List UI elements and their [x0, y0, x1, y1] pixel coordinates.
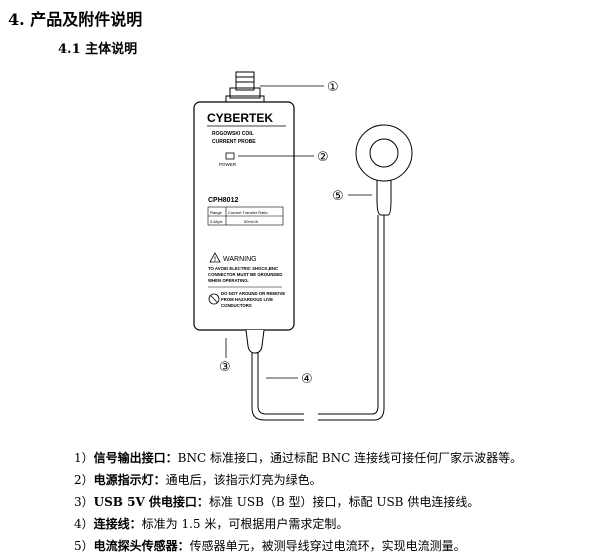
list-item: 5）电流探头传感器：传感器单元，被测导线穿过电流环，实现电流测量。 [74, 539, 466, 553]
list-item: 1）信号输出接口：BNC 标准接口，通过标配 BNC 连接线可接任何厂家示波器等… [74, 451, 523, 465]
product-line-2: CURRENT PROBE [212, 139, 256, 145]
section-heading: 4. 产品及附件说明 [8, 10, 143, 29]
table-header-ratio: Current Transfer Ratio [228, 210, 268, 215]
warning-icon [209, 252, 221, 263]
no-contact-icon [208, 293, 220, 305]
section-subheading: 4.1 主体说明 [58, 42, 138, 57]
table-cell-range: 0.6Apk [210, 219, 222, 224]
warning-line-2: CONNECTOR MUST BE GROUNDED [208, 272, 282, 277]
probe-diagram: CYBERTEK ROGOWSKI COIL CURRENT PROBE POW… [193, 71, 413, 421]
list-item: 4）连接线：标准为 1.5 米，可根据用户需求定制。 [74, 517, 349, 531]
table-header-range: Range [210, 210, 223, 215]
model-text: CPH8012 [208, 197, 238, 204]
list-item: 2）电源指示灯：通电后，该指示灯亮为绿色。 [74, 473, 322, 487]
warning-line-3: WHEN OPERATING. [208, 278, 249, 283]
callout-4: ④ [301, 372, 313, 387]
caution-line-3: CONDUCTORS [221, 303, 252, 308]
caution-line-2: FROM HAZARDOUS LIVE [221, 297, 273, 302]
callout-2: ② [317, 150, 329, 165]
warning-line-1: TO AVOID ELECTRIC SHOCK,BNC [208, 266, 278, 271]
spec-table [207, 206, 284, 226]
component-description-list: 1）信号输出接口：BNC 标准接口，通过标配 BNC 连接线可接任何厂家示波器等… [74, 447, 522, 557]
list-item: 3）USB 5V 供电接口：标准 USB（B 型）接口，标配 USB 供电连接线… [74, 495, 480, 509]
power-label: POWER [219, 162, 237, 167]
product-line-1: ROGOWSKI COIL [212, 131, 254, 137]
callout-3: ③ [219, 360, 231, 375]
warning-title: WARNING [223, 256, 257, 263]
connecting-cable [251, 353, 304, 421]
brand-text: CYBERTEK [207, 111, 273, 125]
svg-text:!: ! [214, 257, 216, 263]
strain-relief [245, 329, 265, 354]
bnc-connector [225, 71, 265, 105]
callout-1: ① [327, 80, 339, 95]
table-cell-ratio: 50mV/A [244, 219, 259, 224]
callout-5: ⑤ [332, 189, 344, 204]
rogowski-coil-sensor [355, 124, 413, 216]
power-indicator [225, 152, 235, 160]
caution-line-1: DO NOT AROUND OR REMOVE [221, 291, 285, 296]
